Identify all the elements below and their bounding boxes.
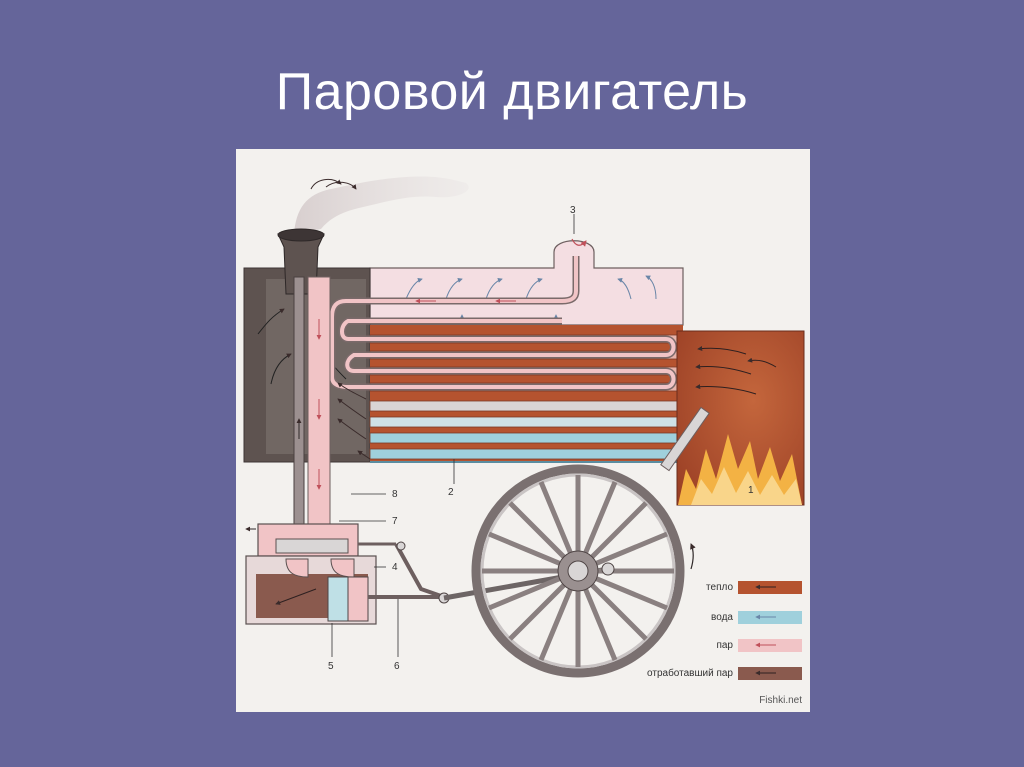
part-number-1: 1 — [748, 485, 754, 496]
part-number-8: 8 — [392, 489, 398, 500]
part-number-7: 7 — [392, 516, 398, 527]
diagram-canvas: 1 2 3 4 5 6 7 8 тепло вода пар отработав… — [243, 176, 805, 706]
slide-title: Паровой двигатель — [275, 63, 749, 121]
drive-wheel — [471, 464, 696, 678]
part-number-6: 6 — [394, 661, 400, 672]
legend: тепло вода пар отработавший пар — [647, 581, 802, 680]
image-credit: Fishki.net — [759, 695, 802, 706]
boiler-steam-space — [369, 240, 684, 326]
steam-supply-pipe — [293, 276, 331, 540]
cylinder-assembly — [245, 523, 450, 625]
legend-label-steam: пар — [716, 640, 733, 651]
legend-label-water: вода — [711, 612, 733, 623]
part-number-2: 2 — [448, 487, 454, 498]
steam-pipes — [328, 238, 677, 391]
smoke-plume — [294, 176, 469, 234]
heat-flow-arrows — [337, 382, 371, 460]
part-number-4: 4 — [392, 562, 398, 573]
firebox — [660, 330, 805, 506]
steam-engine-diagram: 1 2 3 4 5 6 7 8 тепло вода пар отработав… — [236, 149, 810, 712]
legend-label-exhaust: отработавший пар — [647, 667, 733, 679]
smoke-box — [243, 267, 371, 463]
leader-lines — [331, 214, 575, 657]
legend-label-heat: тепло — [706, 582, 733, 593]
part-number-5: 5 — [328, 661, 334, 672]
part-number-3: 3 — [570, 205, 576, 216]
fire-tubes — [369, 325, 684, 463]
